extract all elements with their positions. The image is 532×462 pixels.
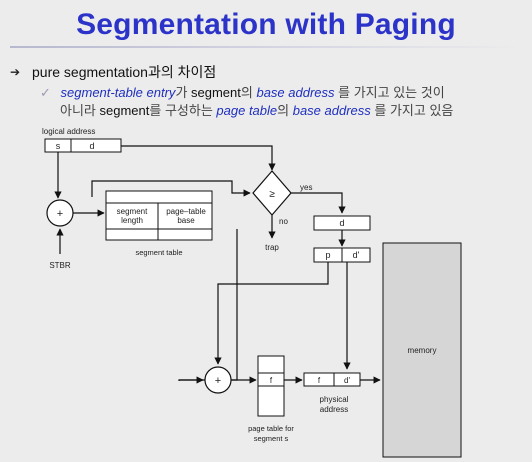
segment-number-label: s [56,141,61,151]
term-page-table: page table [216,103,278,118]
text-fragment: 아니라 [60,103,100,118]
stbr-label: STBR [49,261,71,270]
segment-table-caption: segment table [135,248,182,257]
trap-label: trap [265,243,279,252]
text-fragment: 를 가지고 있는 것이 [334,85,445,100]
arrow-yes-to-d [291,192,346,214]
title-divider [10,46,522,48]
arrow-length-to-compare [91,180,251,197]
compare-symbol: ≥ [269,189,275,200]
page-offset-label: d' [353,250,360,260]
line-base-down [178,229,238,381]
no-label: no [279,217,288,226]
yes-label: yes [300,183,312,192]
text-fragment: 가 [175,85,192,100]
physical-frame-label: f [318,376,321,385]
frame-number-label: f [270,376,273,385]
offset-d-label: d [339,218,344,228]
checkmark-icon: ✓ [40,85,51,100]
term-segment: segment [191,85,241,100]
term-segment-table-entry: segment-table entry [60,85,176,100]
term-base-address: base address [256,85,335,100]
physical-offset-label: d' [344,376,350,385]
memory-block [382,242,462,458]
term-base-address: base address [292,103,371,118]
bullet-item: ➔ pure segmentation과의 차이점 [10,62,216,82]
arrow-p-to-adder [214,262,329,365]
arrow-bullet-icon: ➔ [10,65,21,79]
arrow-d-to-compare [121,145,276,171]
offset-label: d [89,141,94,151]
segment-table [105,190,213,241]
term-segment: segment [99,103,150,118]
page-offset-box [341,247,371,263]
text-fragment: 를 가지고 있음 [370,103,454,118]
sub-bullet-line-2: 아니라 segment를 구성하는 page table의 base addre… [60,100,453,119]
adder-plus-symbol: + [57,208,63,220]
logical-address-label: logical address [42,127,95,136]
text-fragment: 를 구성하는 [149,103,217,118]
page-adder-plus-symbol: + [215,375,221,387]
sub-bullet-line-1: ✓ segment-table entry가 segment의 base add… [40,82,445,101]
page-number-label: p [325,250,330,260]
text-fragment: 의 [240,85,257,100]
offset-box [70,138,122,153]
text-fragment: 의 [277,103,293,118]
slide-title: Segmentation with Paging [76,8,456,41]
bullet-text: pure segmentation과의 차이점 [32,64,217,80]
memory-label: memory [408,346,437,355]
